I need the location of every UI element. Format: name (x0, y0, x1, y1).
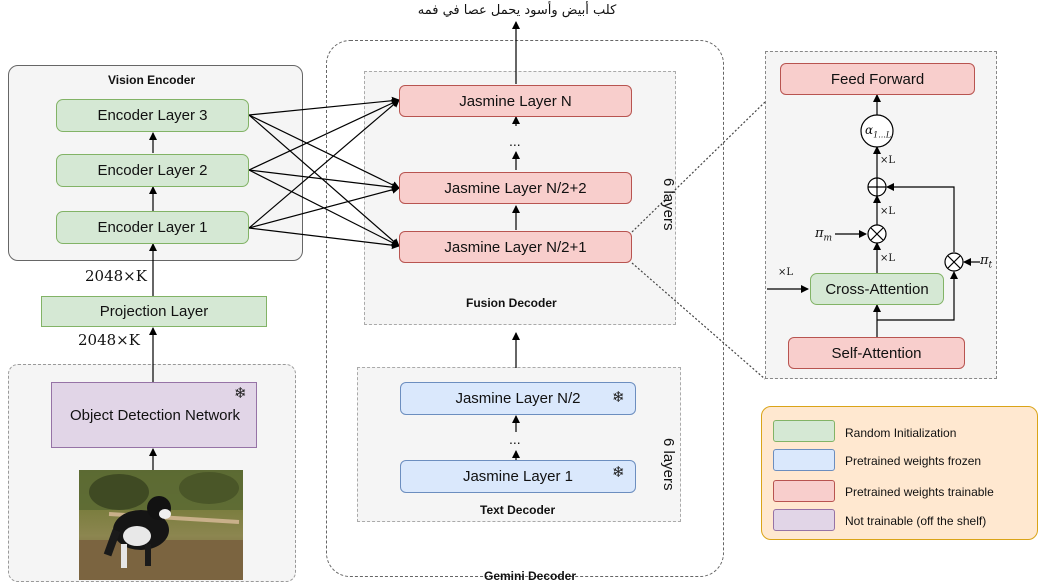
feed-forward-block: Feed Forward (780, 63, 975, 95)
fusion-layer-n-2-plus-2: Jasmine Layer N/2+2 (399, 172, 632, 204)
pi-t-symbol: π (980, 253, 989, 268)
legend-label-not-trainable: Not trainable (off the shelf) (845, 514, 987, 528)
legend-swatch-green (773, 420, 835, 442)
alpha-subscript: 1...L (873, 130, 892, 140)
xL-label-2: ×L (880, 206, 896, 217)
encoder-layer-1: Encoder Layer 1 (56, 211, 249, 244)
alpha-label: α1...L (865, 123, 891, 139)
gemini-decoder-title: Gemini Decoder (484, 569, 577, 583)
layer-detail-panel (765, 51, 997, 379)
legend-swatch-red (773, 480, 835, 502)
object-detection-network: Object Detection Network (51, 382, 257, 448)
legend-label-frozen: Pretrained weights frozen (845, 454, 982, 468)
pi-m-symbol: π (815, 226, 824, 241)
text-layer-1: Jasmine Layer 1 (400, 460, 636, 493)
projection-layer: Projection Layer (41, 296, 267, 327)
xL-label-3: ×L (880, 253, 896, 264)
legend-swatch-purple (773, 509, 835, 531)
legend-label-random-init: Random Initialization (845, 426, 957, 440)
dimension-label-top: 2048×K (85, 267, 147, 285)
dog-photo (79, 470, 243, 580)
text-layer-count: 6 layers (660, 438, 677, 491)
pi-t-subscript: t (988, 260, 993, 271)
frozen-snowflake-icon: ❄ (612, 389, 625, 406)
alpha-node (860, 114, 894, 148)
fusion-layer-n-2-plus-1: Jasmine Layer N/2+1 (399, 231, 632, 263)
pi-m-label: πm (815, 226, 832, 244)
fusion-ellipsis: ... (509, 133, 521, 149)
xL-label-1: ×L (880, 155, 896, 166)
text-layer-n-2: Jasmine Layer N/2 (400, 382, 636, 415)
dimension-label-bottom: 2048×K (78, 331, 140, 349)
alpha-symbol: α (865, 123, 874, 137)
self-attention-block: Self-Attention (788, 337, 965, 369)
pi-t-label: πt (980, 253, 992, 271)
frozen-snowflake-icon: ❄ (612, 464, 625, 481)
xL-label-4: ×L (778, 267, 794, 278)
legend-swatch-blue (773, 449, 835, 471)
pi-m-subscript: m (823, 233, 833, 244)
output-caption: كلب أبيض وأسود يحمل عصا في فمه (417, 3, 617, 18)
fusion-decoder-title: Fusion Decoder (466, 296, 557, 310)
vision-encoder-title: Vision Encoder (108, 73, 196, 87)
fusion-layer-count: 6 layers (660, 178, 677, 231)
encoder-layer-3: Encoder Layer 3 (56, 99, 249, 132)
frozen-snowflake-icon: ❄ (234, 385, 247, 402)
cross-attention-block: Cross-Attention (810, 273, 944, 305)
legend-label-trainable: Pretrained weights trainable (845, 485, 994, 499)
fusion-layer-n: Jasmine Layer N (399, 85, 632, 117)
text-decoder-title: Text Decoder (480, 503, 556, 517)
text-ellipsis: ... (509, 431, 521, 447)
encoder-layer-2: Encoder Layer 2 (56, 154, 249, 187)
